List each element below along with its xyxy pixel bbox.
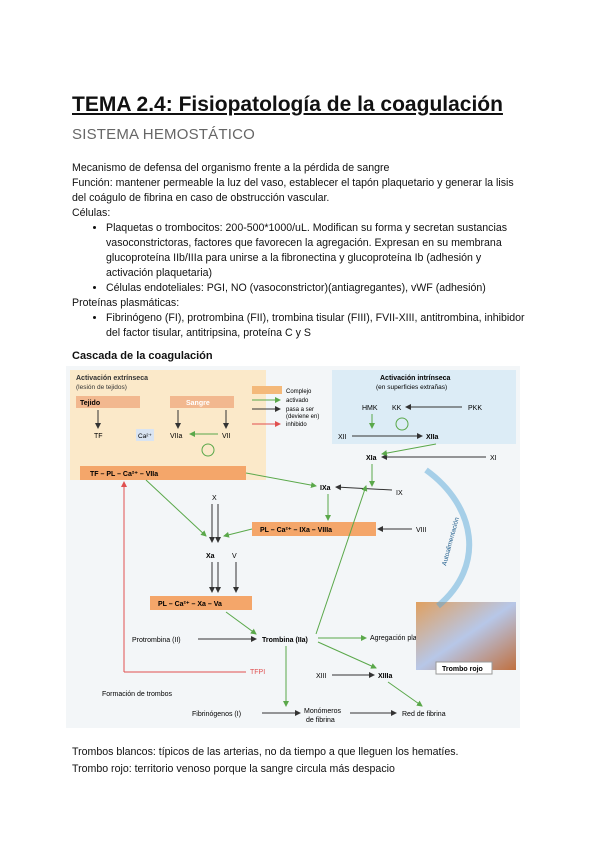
ca-label: Ca²⁺ <box>138 433 152 440</box>
formacion-label: Formación de trombos <box>102 691 173 698</box>
complex3-box <box>150 596 252 610</box>
xia-label: XIa <box>366 455 377 462</box>
tfpi-label: TFPI <box>250 669 265 676</box>
footer-line: Trombos blancos: típicos de las arterias… <box>72 746 459 758</box>
intro-line: Función: mantener permeable la luz del v… <box>72 177 514 204</box>
intro-text: Mecanismo de defensa del organismo frent… <box>72 161 528 341</box>
xi-label: XI <box>490 455 497 462</box>
cells-label: Células: <box>72 207 111 219</box>
cells-list: Plaquetas o trombocitos: 200-500*1000/uL… <box>72 221 528 296</box>
extrinsic-panel <box>70 370 266 480</box>
complex1-box <box>80 466 246 480</box>
legend-text: inhibido <box>286 422 307 428</box>
xiiia-label: XIIIa <box>378 673 393 680</box>
intro-line: Mecanismo de defensa del organismo frent… <box>72 162 390 174</box>
intrinsic-title: Activación intrínseca <box>380 375 451 382</box>
legend-swatch <box>252 386 282 394</box>
trombo-rojo-label: Trombo rojo <box>442 666 483 673</box>
extrinsic-title: Activación extrínseca <box>76 375 148 382</box>
red-fibrina-label: Red de fibrina <box>402 711 446 718</box>
xiii-label: XIII <box>316 673 327 680</box>
monomeros-label: Monómeros <box>304 708 341 715</box>
proteins-label: Proteínas plasmáticas: <box>72 297 180 309</box>
document-page: TEMA 2.4: Fisiopatología de la coagulaci… <box>72 92 528 341</box>
intrinsic-subtitle: (en superficies extrañas) <box>376 384 447 391</box>
sangre-label: Sangre <box>186 400 210 407</box>
coagulation-cascade-diagram: Activación extrínseca (lesión de tejidos… <box>66 366 520 728</box>
tejido-box <box>76 396 140 408</box>
viii-label: VIII <box>416 527 427 534</box>
footer-notes: Trombos blancos: típicos de las arterias… <box>72 744 459 778</box>
complex1-label: TF – PL – Ca²⁺ – VIIa <box>90 471 158 478</box>
thrombus-image <box>416 602 516 670</box>
list-item: Células endoteliales: PGI, NO (vasoconst… <box>106 281 528 296</box>
complex2-box <box>252 522 376 536</box>
x-label: X <box>212 495 217 502</box>
pkk-label: PKK <box>468 405 482 412</box>
kk-label: KK <box>392 405 402 412</box>
footer-line: Trombo rojo: territorio venoso porque la… <box>72 763 395 775</box>
xiia-label: XIIa <box>426 434 439 441</box>
list-item: Plaquetas o trombocitos: 200-500*1000/uL… <box>106 221 528 281</box>
trombina-label: Trombina (IIa) <box>262 637 308 644</box>
viia-label: VIIa <box>170 433 183 440</box>
monomeros-label-2: de fibrina <box>306 717 335 724</box>
legend-text: pasa a ser <box>286 407 314 413</box>
legend-text: (deviene en) <box>286 414 319 420</box>
list-item: Fibrinógeno (FI), protrombina (FII), tro… <box>106 311 528 341</box>
ix-label: IX <box>396 490 403 497</box>
figure-heading: Cascada de la coagulación <box>72 350 213 362</box>
proteins-list: Fibrinógeno (FI), protrombina (FII), tro… <box>72 311 528 341</box>
hmk-label: HMK <box>362 405 378 412</box>
ixa-label: IXa <box>320 485 331 492</box>
complex3-label: PL – Ca²⁺ – Xa – Va <box>158 601 222 608</box>
agregacion-label: Agregación plaquetaria <box>370 635 442 642</box>
xa-label: Xa <box>206 553 215 560</box>
protrombina-label: Protrombina (II) <box>132 637 181 644</box>
v-label: V <box>232 553 237 560</box>
tf-label: TF <box>94 433 103 440</box>
tejido-label: Tejido <box>80 400 100 407</box>
sangre-box <box>170 396 234 408</box>
fibrinogenos-label: Fibrinógenos (I) <box>192 711 241 718</box>
xii-label: XII <box>338 434 347 441</box>
section-subtitle: SISTEMA HEMOSTÁTICO <box>72 126 255 143</box>
complex2-label: PL – Ca²⁺ – IXa – VIIIa <box>260 527 332 534</box>
vii-label: VII <box>222 433 231 440</box>
extrinsic-subtitle: (lesión de tejidos) <box>76 384 127 391</box>
legend-text: activado <box>286 398 309 404</box>
legend-text: Complejo <box>286 389 312 395</box>
page-title: TEMA 2.4: Fisiopatología de la coagulaci… <box>72 93 503 116</box>
